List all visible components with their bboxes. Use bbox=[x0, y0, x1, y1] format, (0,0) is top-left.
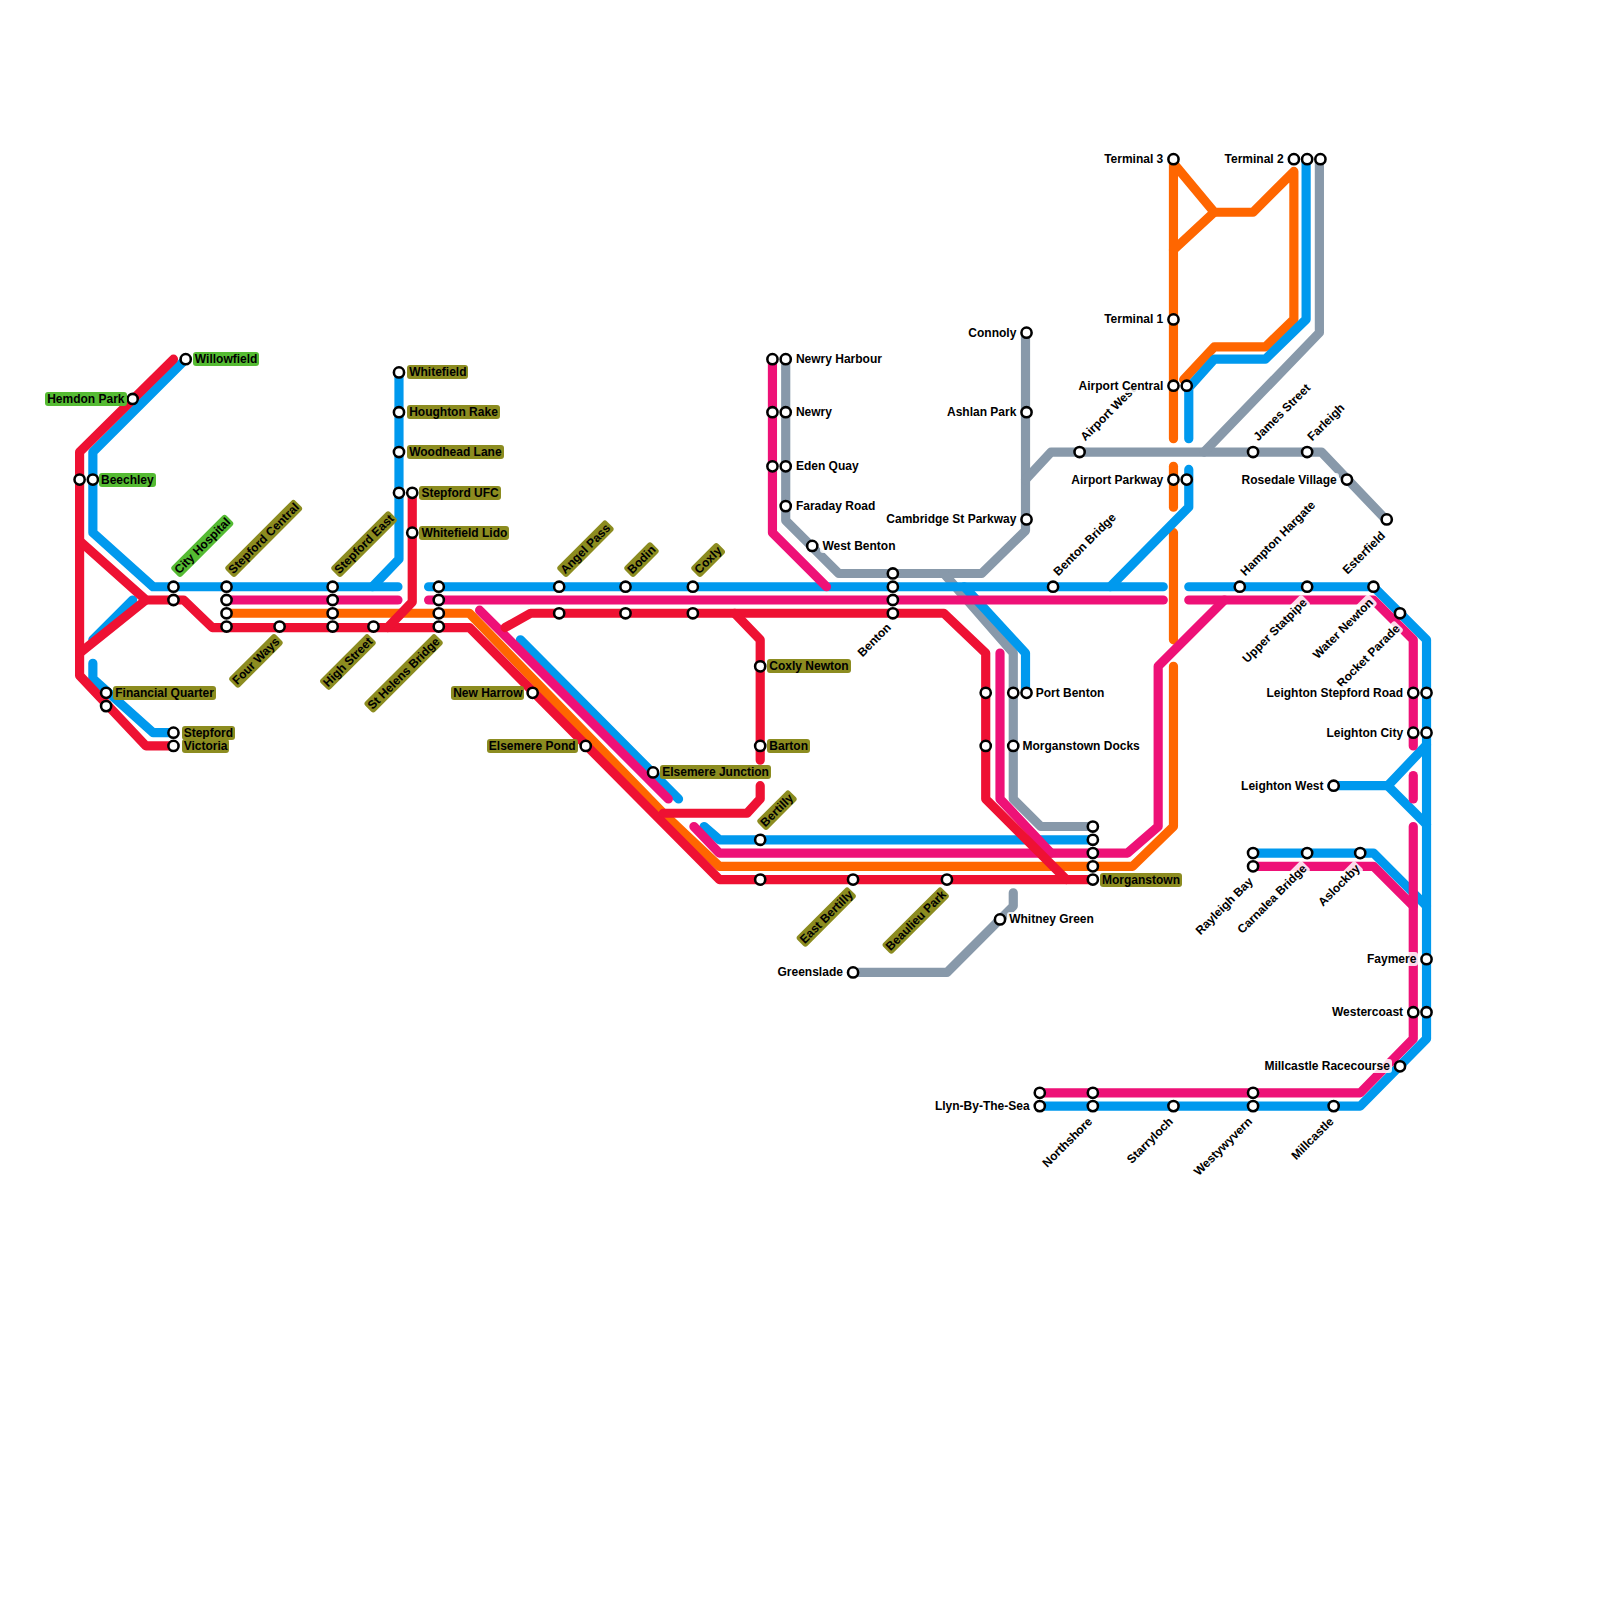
station-label: Starryloch bbox=[1123, 1113, 1178, 1168]
station-label: Beechley bbox=[99, 473, 156, 487]
station-label: Esterfield bbox=[1338, 527, 1389, 578]
station-label: Llyn-By-The-Sea bbox=[933, 1099, 1032, 1113]
station-label: Angel Pass bbox=[556, 519, 614, 577]
station-label: Victoria bbox=[182, 739, 230, 753]
station-label: Rosedale Village bbox=[1240, 473, 1339, 487]
station-label: Port Benton bbox=[1034, 686, 1107, 700]
station-label: Leighton Stepford Road bbox=[1264, 686, 1405, 700]
station-label: Whitefield Lido bbox=[419, 526, 509, 540]
station-label: Whitefield bbox=[407, 365, 468, 379]
station-label: Millcastle bbox=[1287, 1113, 1338, 1164]
station-label: West Benton bbox=[820, 539, 897, 553]
station-label: Faraday Road bbox=[794, 499, 877, 513]
station-label: Newry bbox=[794, 405, 834, 419]
station-label: Coxly bbox=[690, 542, 726, 578]
station-label: Faymere bbox=[1365, 952, 1418, 966]
station-label: Beaulieu Park bbox=[882, 886, 951, 955]
station-label: Hemdon Park bbox=[45, 392, 126, 406]
station-label: Greenslade bbox=[776, 965, 845, 979]
station-label: Newry Harbour bbox=[794, 352, 884, 366]
station-label: East Bertilly bbox=[795, 886, 857, 948]
station-label: Morganstown bbox=[1100, 873, 1182, 887]
station-label: New Harrow bbox=[451, 686, 524, 700]
station-label: Stepford Central bbox=[224, 498, 303, 577]
station-label: Carnalea Bridge bbox=[1233, 860, 1311, 938]
station-label: Terminal 1 bbox=[1102, 312, 1165, 326]
station-label: Benton bbox=[854, 619, 896, 661]
station-label: Westercoast bbox=[1330, 1005, 1405, 1019]
station-label: Willowfield bbox=[193, 352, 260, 366]
station-label: Elsemere Pond bbox=[487, 739, 578, 753]
station-label: Four Ways bbox=[228, 633, 284, 689]
station-label: Upper Statpipe bbox=[1238, 594, 1311, 667]
station-label: Benton Bridge bbox=[1049, 508, 1120, 579]
station-label: Bodin bbox=[623, 541, 660, 578]
station-label: Eden Quay bbox=[794, 459, 861, 473]
station-label: Airport Parkway bbox=[1069, 473, 1165, 487]
station-label: Woodhead Lane bbox=[407, 445, 503, 459]
station-label: Hampton Hargate bbox=[1236, 496, 1319, 579]
station-label: Ashlan Park bbox=[945, 405, 1018, 419]
station-label: Stepford UFC bbox=[419, 486, 500, 500]
station-label: Houghton Rake bbox=[407, 405, 500, 419]
station-label: Whitney Green bbox=[1007, 912, 1096, 926]
station-label: Millcastle Racecourse bbox=[1262, 1059, 1391, 1073]
station-label: Farleigh bbox=[1303, 399, 1349, 445]
station-label: Northshore bbox=[1038, 1113, 1096, 1171]
station-label: Morganstown Docks bbox=[1020, 739, 1141, 753]
station-label: High Street bbox=[319, 633, 377, 691]
station-label: Leighton West bbox=[1239, 779, 1325, 793]
station-label: Coxly Newton bbox=[767, 659, 850, 673]
station-label: Connoly bbox=[966, 326, 1018, 340]
station-label: Financial Quarter bbox=[113, 686, 216, 700]
station-label: Terminal 3 bbox=[1102, 152, 1165, 166]
station-label: Elsemere Junction bbox=[660, 765, 771, 779]
station-label: Westywyvern bbox=[1190, 1113, 1257, 1180]
station-label: Leighton City bbox=[1324, 726, 1405, 740]
station-label: Barton bbox=[767, 739, 810, 753]
station-label: Airport Central bbox=[1077, 379, 1166, 393]
station-label: Stepford bbox=[182, 726, 235, 740]
station-label: Terminal 2 bbox=[1223, 152, 1286, 166]
station-label: Cambridge St Parkway bbox=[884, 512, 1018, 526]
